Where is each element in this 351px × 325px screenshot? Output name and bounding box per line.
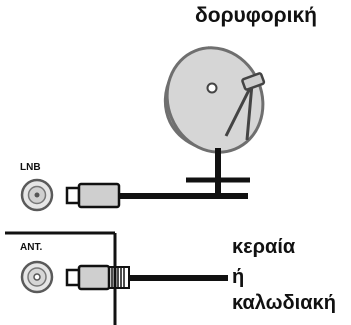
dish-center [206, 82, 218, 94]
satellite-label: δορυφορική [195, 4, 317, 27]
satellite-dish-icon [164, 46, 266, 180]
lnb-port-icon [20, 178, 54, 212]
lnb-port-label: LNB [20, 162, 41, 173]
ant-port-label: ANT. [20, 242, 43, 253]
coax-connector-icon [65, 264, 130, 291]
or-label: ή [232, 266, 245, 288]
lnb-head [241, 72, 266, 91]
f-connector-icon [65, 182, 121, 209]
antenna-port-icon [20, 260, 54, 294]
dish-surface [165, 46, 265, 154]
cable-label: καλωδιακή [232, 292, 336, 314]
antenna-label: κεραία [232, 236, 296, 258]
lnb-cable [120, 176, 250, 199]
